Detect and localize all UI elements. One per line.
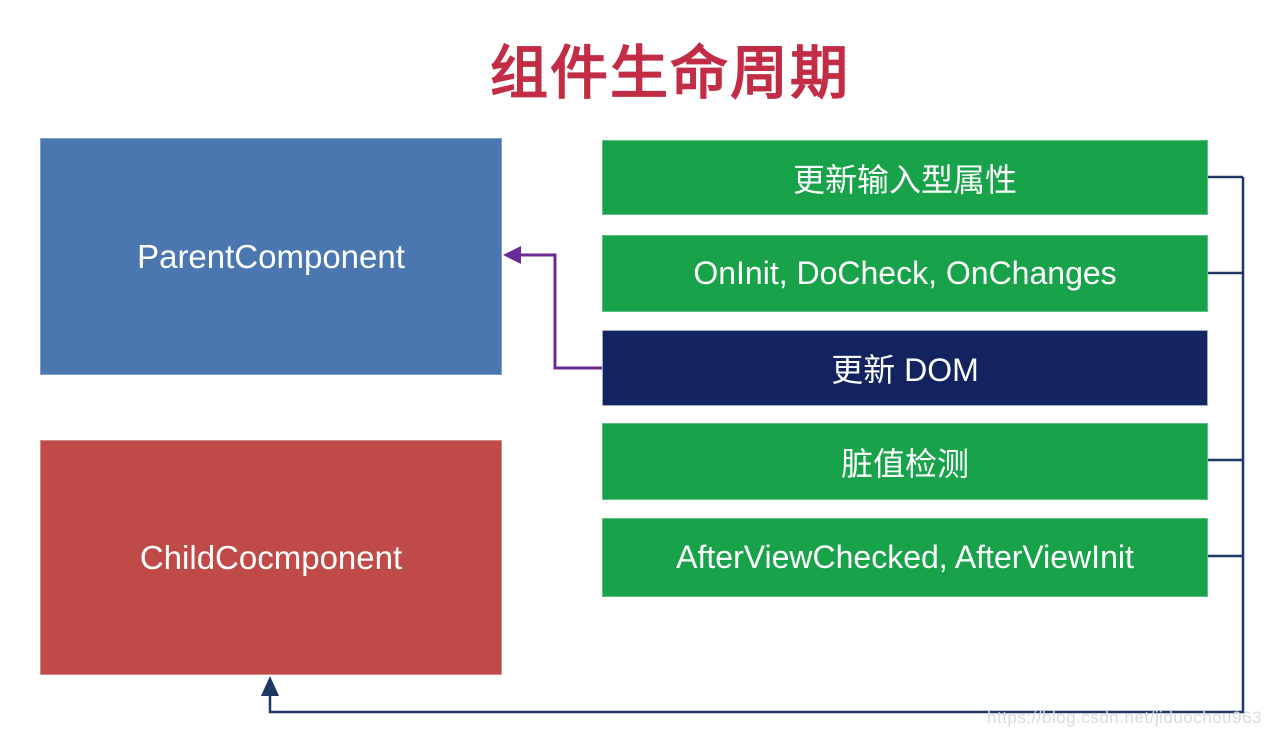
stage-update-input-properties: 更新输入型属性	[602, 140, 1208, 215]
page-title: 组件生命周期	[489, 41, 850, 106]
stage-label: 更新输入型属性	[792, 161, 1017, 198]
parent-component-label: ParentComponent	[137, 237, 405, 275]
stage-label: AfterViewChecked, AfterViewInit	[676, 539, 1134, 575]
stage-oninit-docheck-onchanges: OnInit, DoCheck, OnChanges	[602, 235, 1208, 312]
child-component-box: ChildCocmponent	[40, 440, 502, 675]
stage-label: 更新 DOM	[831, 352, 979, 388]
stage-label: 脏值检测	[840, 445, 969, 482]
stage-label: OnInit, DoCheck, OnChanges	[693, 255, 1117, 291]
stage-dirty-check: 脏值检测	[602, 423, 1208, 500]
child-component-label: ChildCocmponent	[139, 538, 403, 576]
arrowhead-up-to-child	[261, 676, 279, 696]
stage-update-dom: 更新 DOM	[602, 330, 1208, 406]
stage-afterviewchecked-afterviewinit: AfterViewChecked, AfterViewInit	[602, 518, 1208, 597]
parent-component-box: ParentComponent	[40, 138, 502, 375]
dom-to-parent-line	[518, 253, 602, 370]
watermark: https://blog.csdn.net/jiduochou963	[986, 708, 1262, 727]
arrowhead-left-to-parent	[503, 246, 521, 264]
